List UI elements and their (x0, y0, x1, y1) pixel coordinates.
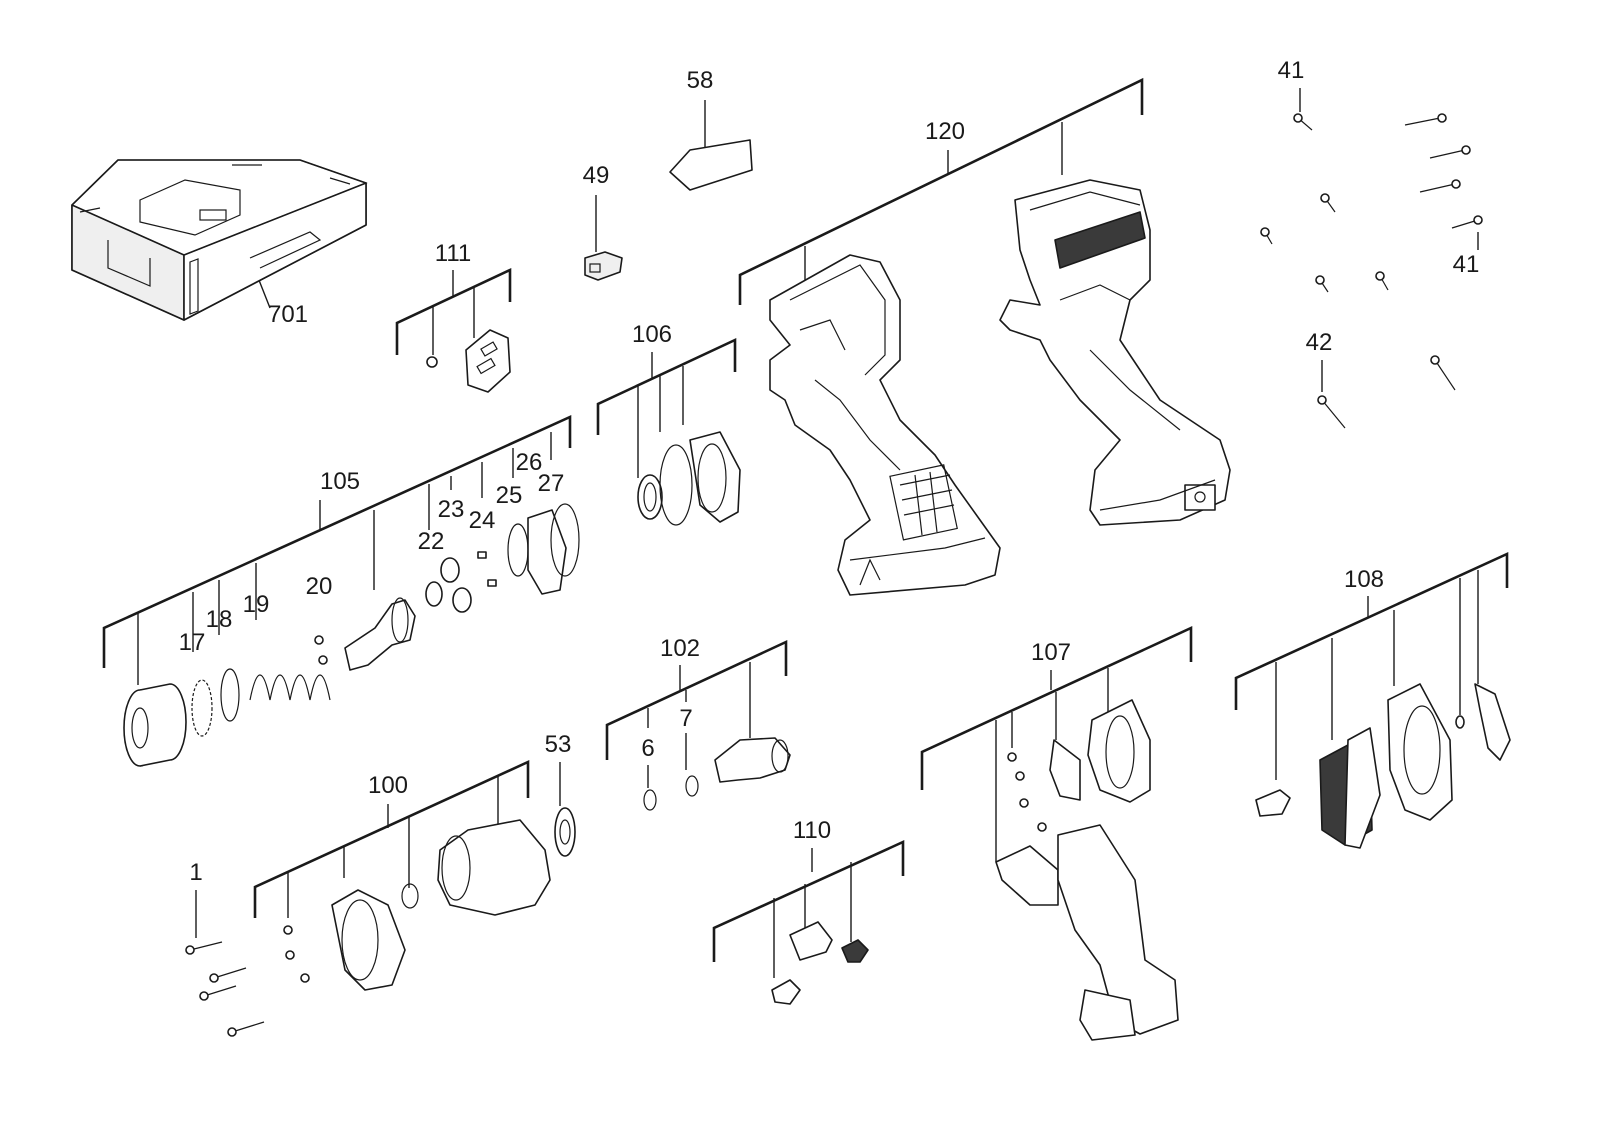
screw-set-42 (1317, 355, 1456, 429)
label-108: 108 (1344, 566, 1384, 593)
label-53: 53 (545, 731, 572, 758)
bracket-111 (395, 267, 512, 355)
label-6: 6 (641, 735, 654, 762)
label-105: 105 (320, 468, 360, 495)
switch-parts-set (771, 921, 869, 1005)
label-7: 7 (679, 705, 692, 732)
screw-set-41 (1260, 113, 1483, 293)
label-25: 25 (496, 482, 523, 509)
label-102: 102 (660, 635, 700, 662)
bracket-100 (253, 759, 530, 918)
label-42: 42 (1306, 329, 1333, 356)
electronics-set (995, 699, 1179, 1041)
belt-clip-set (426, 329, 511, 393)
label-41-top: 41 (1278, 57, 1305, 84)
label-17: 17 (179, 629, 206, 656)
bracket-107 (920, 625, 1193, 862)
bracket-105 (102, 414, 572, 685)
label-27: 27 (538, 470, 565, 497)
clip-part (584, 251, 623, 281)
housing-left-half (769, 254, 1001, 596)
bracket-110 (712, 839, 905, 978)
label-111: 111 (435, 240, 471, 267)
label-20: 20 (306, 573, 333, 600)
seal-ring-set (637, 431, 741, 526)
label-plate (669, 139, 753, 191)
label-100: 100 (368, 772, 408, 799)
label-23: 23 (438, 496, 465, 523)
label-1: 1 (189, 859, 202, 886)
label-701: 701 (268, 301, 308, 328)
motor-set (1255, 683, 1511, 849)
carrying-case (71, 159, 368, 321)
bracket-102 (605, 639, 788, 788)
hammer-mechanism-set (123, 503, 580, 767)
label-26: 26 (516, 449, 543, 476)
gear-housing-set (283, 807, 576, 991)
anvil-set (643, 737, 791, 811)
housing-right-half (999, 179, 1231, 526)
label-24: 24 (469, 507, 496, 534)
bracket-108 (1234, 551, 1509, 780)
bracket-106 (596, 337, 737, 478)
label-106: 106 (632, 321, 672, 348)
screw-set-1 (185, 941, 265, 1037)
label-22: 22 (418, 528, 445, 555)
label-120: 120 (925, 118, 965, 145)
label-58: 58 (687, 67, 714, 94)
label-49: 49 (583, 162, 610, 189)
label-107: 107 (1031, 639, 1071, 666)
bracket-120 (738, 77, 1144, 305)
label-41-right: 41 (1453, 251, 1480, 278)
label-110: 110 (793, 817, 831, 844)
